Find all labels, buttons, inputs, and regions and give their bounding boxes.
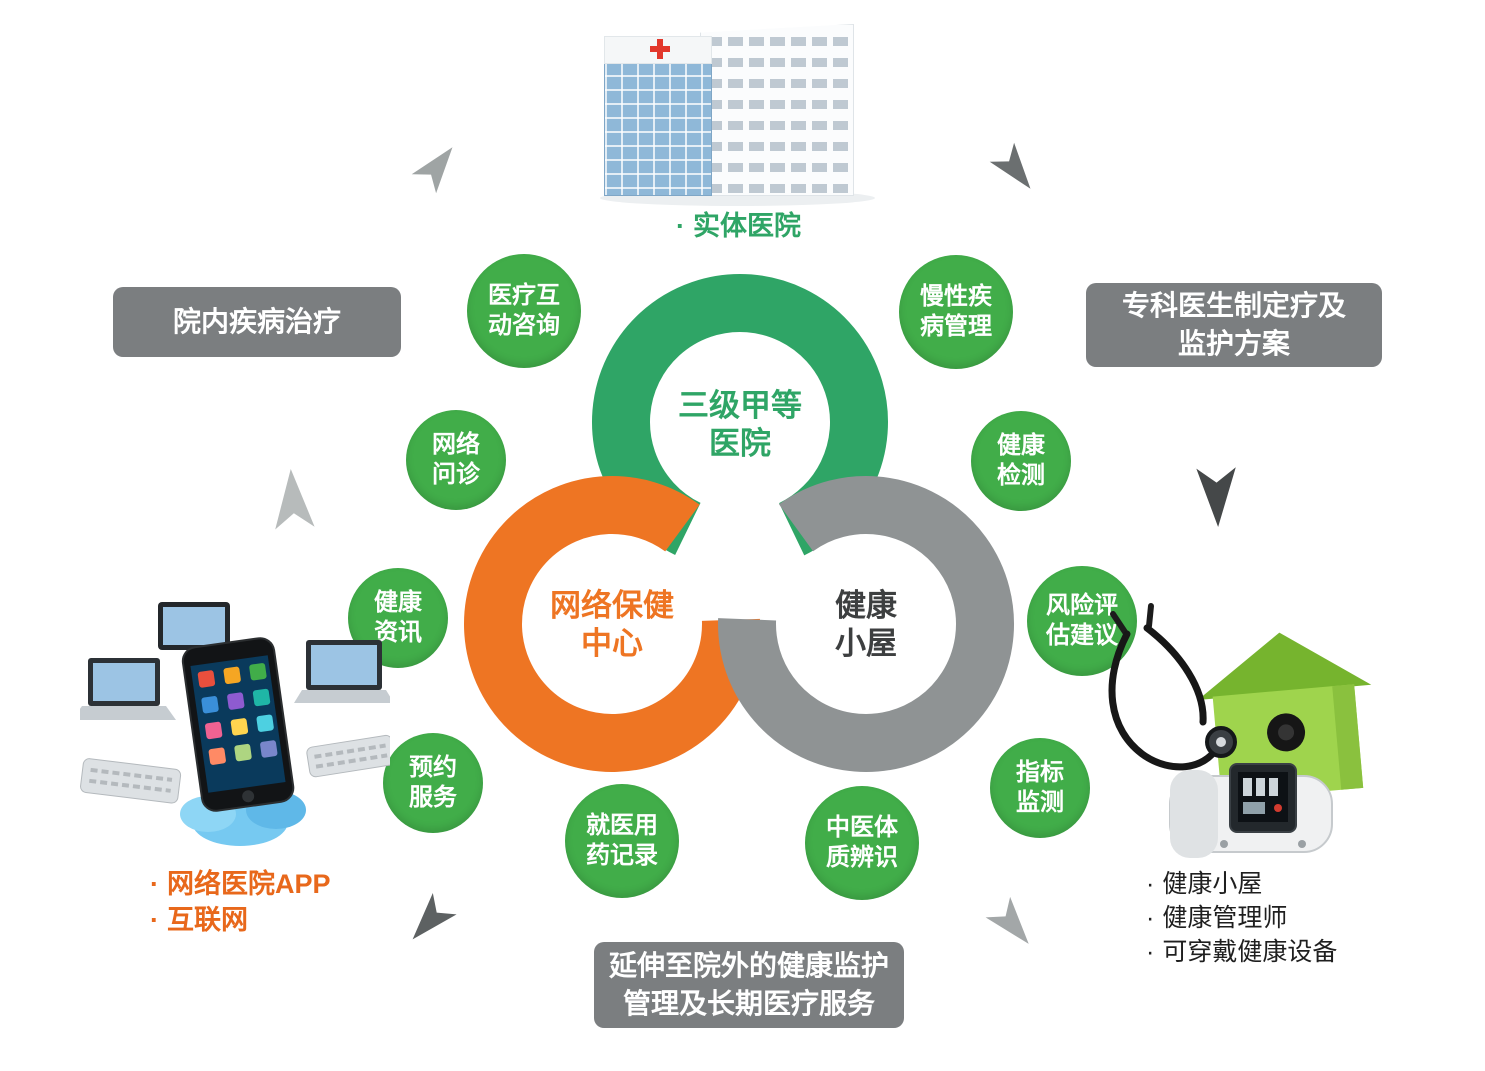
caption-health-manager: ·健康管理师 bbox=[1146, 898, 1287, 934]
badge-text: 动咨询 bbox=[488, 312, 560, 339]
caption-text: 健康管理师 bbox=[1162, 904, 1288, 932]
ring-label-line: 网络保健 bbox=[550, 588, 674, 623]
caption-text: 健康小屋 bbox=[1162, 870, 1263, 898]
badge-text: 问诊 bbox=[432, 461, 480, 488]
laptop-icon bbox=[294, 640, 390, 703]
info-box-in-hospital-treatment: 院内疾病治疗 bbox=[113, 287, 401, 357]
wrist-bp-monitor-icon bbox=[1169, 763, 1333, 858]
badge-text: 网络 bbox=[432, 431, 480, 458]
flow-arrow-right-icon bbox=[1196, 467, 1236, 528]
smartphone-icon bbox=[181, 637, 295, 812]
info-box-line: 延伸至院外的健康监护 bbox=[608, 950, 889, 981]
bullet: · bbox=[1146, 904, 1155, 932]
badge-medical-interactive-consult: 医疗互动咨询 bbox=[467, 254, 581, 368]
laptop-icon bbox=[80, 658, 176, 720]
red-cross-icon bbox=[650, 39, 670, 59]
info-box-line: 专科医生制定疗及 bbox=[1121, 290, 1346, 321]
badge-indicator-monitoring: 指标监测 bbox=[990, 738, 1090, 838]
bullet: · bbox=[150, 869, 159, 899]
ring-label-health-hut: 健康 小屋 bbox=[766, 587, 966, 663]
devices-cloud-icon bbox=[80, 602, 390, 846]
caption-wearable-devices: ·可穿戴健康设备 bbox=[1146, 932, 1337, 968]
badge-text: 慢性疾 bbox=[920, 283, 992, 310]
badge-text: 监测 bbox=[1016, 789, 1064, 816]
info-box-line: 管理及长期医疗服务 bbox=[622, 988, 875, 1019]
health-house-icon bbox=[1108, 603, 1372, 858]
badge-text: 预约 bbox=[409, 754, 457, 781]
keyboard-icon bbox=[80, 758, 182, 804]
badge-medical-medication-records: 就医用药记录 bbox=[565, 784, 679, 898]
badge-text: 风险评 bbox=[1046, 592, 1118, 619]
ring-label-line: 中心 bbox=[581, 626, 643, 661]
ring-label-line: 医院 bbox=[709, 426, 771, 461]
hospital-tower-left bbox=[604, 60, 712, 196]
caption-text: 网络医院APP bbox=[167, 869, 331, 899]
ring-health-hut bbox=[718, 476, 1014, 772]
badge-text: 指标 bbox=[1016, 759, 1064, 786]
ring-label-network-health-center: 网络保健 中心 bbox=[512, 587, 712, 663]
caption-text: 实体医院 bbox=[693, 211, 801, 241]
badge-text: 药记录 bbox=[586, 842, 658, 869]
badge-chronic-disease-management: 慢性疾病管理 bbox=[899, 255, 1013, 369]
bullet: · bbox=[1146, 870, 1155, 898]
info-box-line: 院内疾病治疗 bbox=[172, 306, 341, 337]
badge-text: 中医体 bbox=[826, 814, 898, 841]
badge-text: 健康 bbox=[997, 432, 1045, 459]
info-box-specialist-plan: 专科医生制定疗及 监护方案 bbox=[1086, 283, 1382, 367]
ring-label-line: 小屋 bbox=[835, 626, 897, 661]
badge-text: 医疗互 bbox=[488, 282, 560, 309]
badge-text: 检测 bbox=[997, 462, 1045, 489]
badge-health-testing: 健康检测 bbox=[971, 411, 1071, 511]
badge-text: 病管理 bbox=[920, 313, 992, 340]
caption-physical-hospital: · 实体医院 bbox=[676, 204, 801, 243]
badge-online-consultation: 网络问诊 bbox=[406, 410, 506, 510]
stethoscope-icon bbox=[1108, 603, 1237, 771]
ring-label-line: 三级甲等 bbox=[678, 388, 802, 423]
bullet: · bbox=[676, 211, 685, 241]
caption-online-hospital-app: · 网络医院APP bbox=[150, 862, 331, 901]
flow-arrow-bottom-right-icon bbox=[985, 896, 1029, 944]
monitor-icon bbox=[158, 602, 230, 650]
caption-internet: · 互联网 bbox=[150, 898, 248, 937]
info-box-line: 监护方案 bbox=[1177, 328, 1290, 359]
flow-arrow-bottom-left-icon bbox=[412, 892, 457, 940]
caption-text: 可穿戴健康设备 bbox=[1162, 938, 1338, 966]
badge-text: 质辨识 bbox=[826, 844, 898, 871]
caption-text: 互联网 bbox=[167, 905, 248, 935]
bullet: · bbox=[1146, 938, 1155, 966]
badge-text: 资讯 bbox=[374, 619, 422, 646]
hospital-tower-right bbox=[700, 24, 854, 196]
info-box-extended-care: 延伸至院外的健康监护 管理及长期医疗服务 bbox=[594, 942, 904, 1028]
keyboard-icon bbox=[306, 734, 390, 778]
badge-appointment-service: 预约服务 bbox=[383, 733, 483, 833]
badge-text: 服务 bbox=[409, 784, 457, 811]
ring-label-grade-a-hospital: 三级甲等 医院 bbox=[640, 387, 840, 463]
badge-text: 就医用 bbox=[586, 812, 658, 839]
flow-arrow-left-icon bbox=[275, 469, 315, 530]
flow-arrow-top-right-icon bbox=[989, 142, 1031, 189]
ring-label-line: 健康 bbox=[835, 588, 897, 623]
caption-health-hut: ·健康小屋 bbox=[1146, 864, 1262, 900]
badge-text: 健康 bbox=[374, 589, 422, 616]
bullet: · bbox=[150, 905, 159, 935]
hospital-building-icon bbox=[590, 12, 890, 207]
flow-arrow-top-left-icon bbox=[411, 147, 453, 194]
badge-text: 估建议 bbox=[1046, 622, 1118, 649]
badge-tcm-constitution-identification: 中医体质辨识 bbox=[805, 786, 919, 900]
